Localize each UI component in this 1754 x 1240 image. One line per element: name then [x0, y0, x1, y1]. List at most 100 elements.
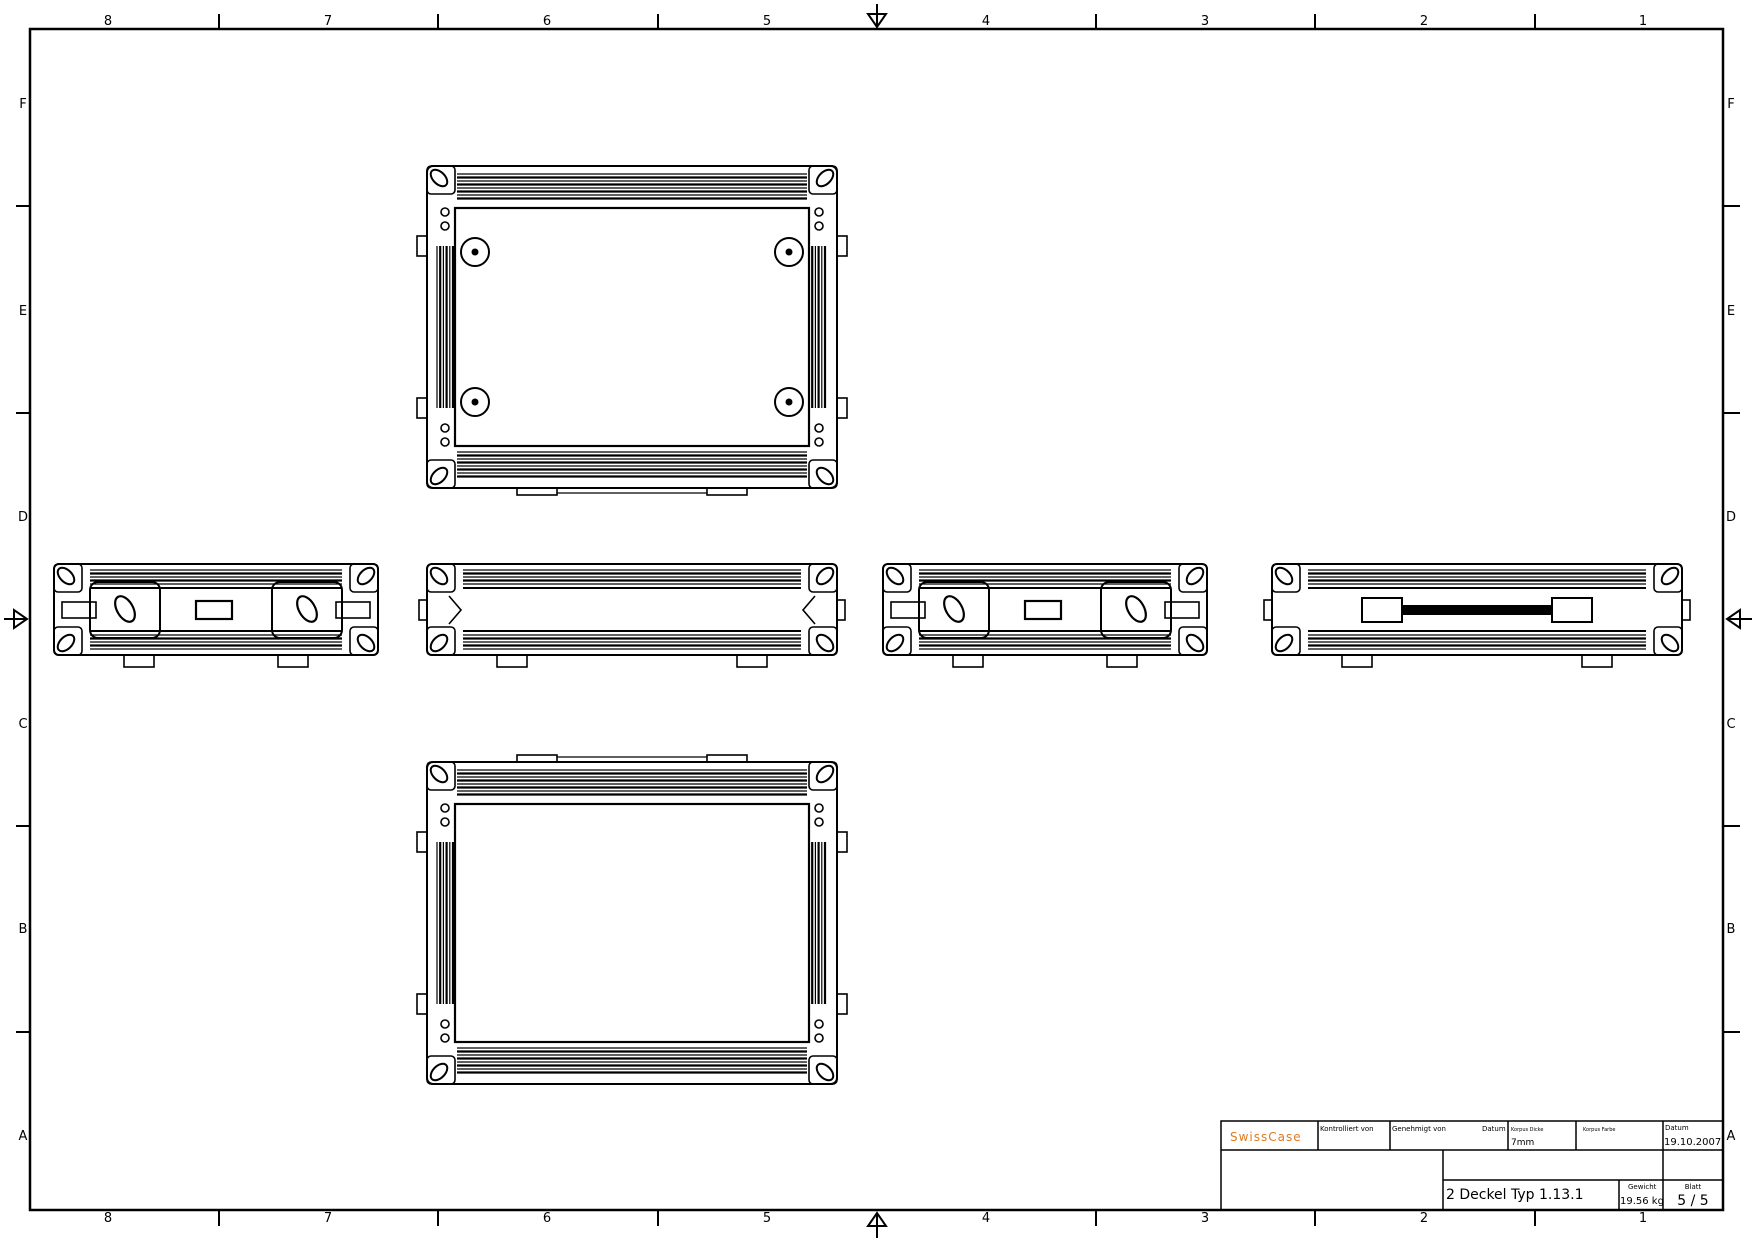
- row-label: E: [19, 304, 27, 319]
- bottom-view: [416, 754, 848, 1085]
- foot: [774, 387, 804, 417]
- corner-piece: [808, 761, 838, 791]
- corner-piece: [882, 563, 912, 593]
- row-label: B: [1727, 922, 1736, 937]
- column-label: 7: [324, 1211, 332, 1226]
- latch: [1681, 599, 1691, 621]
- thickness-label: Korpus Dicke: [1511, 1127, 1543, 1133]
- corner-cutout: [56, 566, 76, 586]
- latch: [836, 235, 848, 257]
- foot: [774, 237, 804, 267]
- foot-center: [785, 248, 793, 256]
- corner-piece: [1178, 563, 1208, 593]
- rivet: [814, 207, 824, 217]
- foot: [1106, 654, 1138, 668]
- top-view: [416, 165, 848, 496]
- corner-cutout: [815, 1062, 835, 1082]
- foot: [123, 654, 155, 668]
- lid-panel: [453, 802, 811, 1044]
- sheet-value: 5 / 5: [1677, 1193, 1708, 1209]
- hinge: [1164, 601, 1200, 619]
- corner-piece: [1653, 626, 1683, 656]
- column-label: 6: [543, 14, 551, 29]
- corner-cutout: [429, 466, 449, 486]
- rivet: [440, 1033, 450, 1043]
- butterfly-latch: [271, 581, 343, 639]
- weight-label: Gewicht: [1628, 1183, 1657, 1191]
- corner-cutout: [815, 566, 835, 586]
- corner-cutout: [885, 633, 905, 653]
- corner-piece: [1271, 563, 1301, 593]
- side-view-3: [882, 563, 1208, 668]
- latch: [836, 397, 848, 419]
- rivet: [440, 437, 450, 447]
- corner-piece: [882, 626, 912, 656]
- foot: [1341, 654, 1373, 668]
- column-label: 8: [104, 1211, 112, 1226]
- rivet: [440, 221, 450, 231]
- bottom-tab: [516, 487, 558, 496]
- rivet: [814, 817, 824, 827]
- latch-handle: [943, 595, 965, 623]
- foot: [460, 237, 490, 267]
- case-outline: [882, 563, 1208, 656]
- title-block: [1220, 1120, 1724, 1211]
- corner-cutout: [1185, 566, 1205, 586]
- date-label: Datum: [1482, 1125, 1506, 1133]
- corner-piece: [426, 563, 456, 593]
- rivet: [814, 803, 824, 813]
- column-label: 3: [1201, 1211, 1209, 1226]
- column-label: 7: [324, 14, 332, 29]
- frame-border: [28, 27, 1725, 1212]
- handle-end: [1361, 597, 1403, 623]
- corner-cutout: [1274, 633, 1294, 653]
- corner-cutout: [429, 168, 449, 188]
- rivet: [814, 1033, 824, 1043]
- foot-center: [471, 398, 479, 406]
- corner-piece: [808, 459, 838, 489]
- latch: [836, 831, 848, 853]
- case-outline: [53, 563, 379, 656]
- case-outline: [426, 563, 838, 656]
- corner-piece: [426, 626, 456, 656]
- corner-cutout: [815, 466, 835, 486]
- corner-cutout: [1274, 566, 1294, 586]
- rivet: [814, 1019, 824, 1029]
- hinge: [61, 601, 97, 619]
- corner-cutout: [356, 633, 376, 653]
- side-view-2: [418, 563, 846, 668]
- label-plate: [1023, 599, 1063, 621]
- row-label: F: [1727, 97, 1734, 112]
- column-label: 4: [982, 1211, 990, 1226]
- column-label: 2: [1420, 1211, 1428, 1226]
- column-label: 2: [1420, 14, 1428, 29]
- foot: [277, 654, 309, 668]
- thickness-value: 7mm: [1511, 1138, 1534, 1148]
- corner-piece: [808, 563, 838, 593]
- corner-cutout: [56, 633, 76, 653]
- latch-handle: [296, 595, 318, 623]
- corner-cutout: [815, 764, 835, 784]
- row-label: D: [18, 510, 28, 525]
- row-label: C: [1726, 717, 1735, 732]
- row-label: A: [1727, 1129, 1736, 1144]
- corner-cutout: [429, 633, 449, 653]
- corner-piece: [349, 563, 379, 593]
- label-plate: [194, 599, 234, 621]
- handle-end: [1551, 597, 1593, 623]
- latch: [836, 599, 846, 621]
- lid-panel: [453, 206, 811, 448]
- foot: [496, 654, 528, 668]
- latch: [418, 599, 428, 621]
- column-label: 1: [1639, 14, 1647, 29]
- corner-cutout: [1660, 566, 1680, 586]
- latch: [416, 993, 428, 1015]
- foot: [460, 387, 490, 417]
- hinge-wedge: [448, 595, 816, 625]
- center-arrow-left-icon: [4, 608, 29, 630]
- row-label: E: [1727, 304, 1735, 319]
- latch-handle: [114, 595, 136, 623]
- latch: [416, 235, 428, 257]
- corner-piece: [53, 626, 83, 656]
